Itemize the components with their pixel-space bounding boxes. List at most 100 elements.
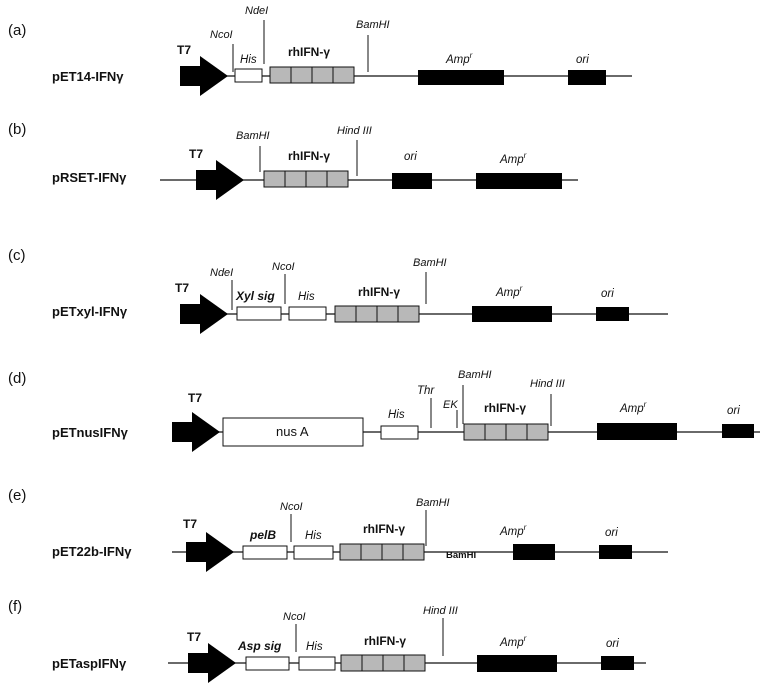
ori-box [596, 307, 629, 321]
amp-label: Ampr [499, 523, 527, 538]
t7-promoter-arrow [180, 56, 228, 96]
construct-name: pETnusIFNγ [52, 425, 129, 440]
gene-label: rhIFN-γ [484, 401, 526, 415]
construct-name: pET14-IFNγ [52, 69, 124, 84]
his-tag-box [288, 306, 327, 321]
gene-label: rhIFN-γ [288, 149, 330, 163]
bamhi-site-label: BamHI [416, 497, 450, 509]
ori-label: ori [605, 527, 618, 539]
amp-box [597, 423, 677, 440]
amp-label: Ampr [499, 634, 527, 649]
ori-label: ori [606, 638, 619, 650]
gene-label: rhIFN-γ [358, 285, 400, 299]
thrombin-label: Thr [417, 385, 435, 397]
ori-label: ori [404, 151, 417, 163]
construct-name: pETxyl-IFNγ [52, 304, 128, 319]
panel-label: (b) [8, 121, 26, 138]
ori-box [568, 70, 606, 85]
his-label: His [388, 409, 405, 421]
ncoi-site-label: NcoI [272, 261, 295, 273]
construct-name: pET22b-IFNγ [52, 544, 132, 559]
ncoi-site-label: NcoI [280, 501, 303, 513]
ori-label: ori [727, 405, 740, 417]
bamhi-extra-label: BamHI [446, 550, 476, 561]
gene-label: rhIFN-γ [363, 522, 405, 536]
ori-box [599, 545, 632, 559]
asp-signal-box [245, 656, 290, 671]
pelb-signal-box [242, 545, 288, 560]
ori-label: ori [601, 288, 614, 300]
hindiii-site-label: Hind III [530, 378, 565, 390]
his-label: His [306, 641, 323, 653]
gene-box [340, 654, 426, 672]
panel-label: (c) [8, 247, 26, 264]
his-label: His [240, 54, 257, 66]
bamhi-site-label: BamHI [458, 369, 492, 381]
ori-box [392, 173, 432, 189]
signal-label: Asp sig [237, 639, 282, 653]
t7-promoter-arrow [186, 532, 234, 572]
his-tag-box [234, 68, 263, 83]
ori-box [722, 424, 754, 438]
signal-label: Xyl sig [235, 289, 275, 303]
his-label: His [305, 530, 322, 542]
t7-promoter-arrow [180, 294, 228, 334]
panel-label: (e) [8, 487, 26, 504]
ndei-site-label: NdeI [245, 5, 268, 17]
hindiii-site-label: Hind III [423, 605, 458, 617]
promoter-label: T7 [187, 630, 201, 644]
ncoi-site-label: NcoI [210, 29, 233, 41]
amp-label: Ampr [499, 151, 527, 166]
nusa-label: nus A [276, 424, 309, 439]
amp-label: Ampr [445, 51, 473, 66]
gene-box [263, 170, 349, 188]
bamhi-site-label: BamHI [413, 257, 447, 269]
gene-box [339, 543, 425, 561]
enterokinase-label: EK [443, 399, 458, 411]
construct-b: (b) pRSET-IFNγ T7 rhIFN-γ ori Ampr BamHI… [8, 121, 578, 200]
gene-label: rhIFN-γ [364, 634, 406, 648]
amp-box [477, 655, 557, 672]
his-tag-box [298, 656, 336, 671]
t7-promoter-arrow [172, 412, 220, 452]
xyl-signal-box [236, 306, 282, 321]
t7-promoter-arrow [196, 160, 244, 200]
amp-box [472, 306, 552, 322]
amp-box [418, 70, 504, 85]
gene-box [334, 305, 420, 323]
promoter-label: T7 [175, 281, 189, 295]
promoter-label: T7 [189, 147, 203, 161]
gene-box [269, 66, 355, 84]
bamhi-site-label: BamHI [356, 19, 390, 31]
construct-name: pETaspIFNγ [52, 656, 127, 671]
amp-label: Ampr [495, 284, 523, 299]
panel-label: (f) [8, 598, 22, 615]
signal-label: pelB [249, 528, 276, 542]
his-label: His [298, 291, 315, 303]
construct-a: (a) pET14-IFNγ T7 His rhIFN-γ Ampr ori N… [8, 5, 632, 96]
construct-f: (f) pETaspIFNγ T7 Asp sig His rhIFN-γ Nc… [8, 598, 646, 683]
promoter-label: T7 [188, 391, 202, 405]
ori-box [601, 656, 634, 670]
construct-c: (c) pETxyl-IFNγ T7 Xyl sig His rhIFN-γ A… [8, 247, 668, 334]
construct-name: pRSET-IFNγ [52, 170, 127, 185]
hindiii-site-label: Hind III [337, 125, 372, 137]
gene-label: rhIFN-γ [288, 45, 330, 59]
t7-promoter-arrow [188, 643, 236, 683]
construct-d: (d) pETnusIFNγ T7 nus A His Thr EK BamHI… [8, 369, 760, 452]
panel-label: (d) [8, 370, 26, 387]
nusa-box [222, 417, 364, 447]
bamhi-site-label: BamHI [236, 130, 270, 142]
amp-box [476, 173, 562, 189]
ori-label: ori [576, 54, 589, 66]
his-tag-box [293, 545, 334, 560]
construct-e: (e) pET22b-IFNγ T7 pelB His rhIFN-γ NcoI… [8, 487, 668, 572]
amp-box [513, 544, 555, 560]
ndei-site-label: NdeI [210, 267, 233, 279]
panel-label: (a) [8, 22, 26, 39]
promoter-label: T7 [177, 43, 191, 57]
ncoi-site-label: NcoI [283, 611, 306, 623]
gene-box [463, 423, 549, 441]
his-tag-box [380, 425, 419, 440]
